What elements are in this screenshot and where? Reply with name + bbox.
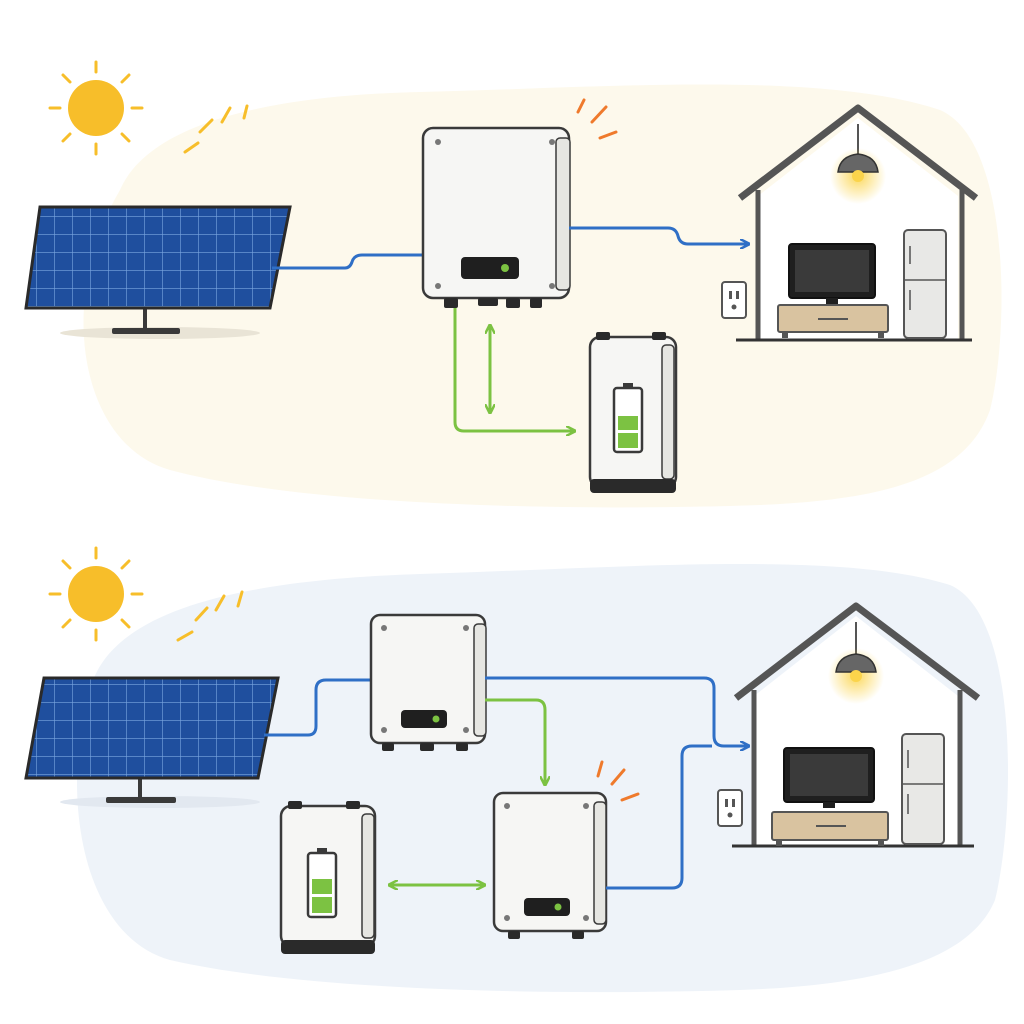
sun-icon xyxy=(48,60,249,156)
activity-spark-icon xyxy=(596,760,640,802)
house xyxy=(721,104,979,342)
dc-line xyxy=(272,253,426,270)
house xyxy=(717,602,981,848)
fridge-icon xyxy=(901,733,945,845)
power-outlet-icon xyxy=(717,789,743,827)
hybrid-inverter xyxy=(421,126,571,308)
ac-line xyxy=(606,744,712,890)
dc-line xyxy=(264,678,372,737)
tv-cabinet xyxy=(777,304,889,338)
battery-line xyxy=(485,698,545,784)
battery-level-icon xyxy=(612,383,644,454)
ac-line xyxy=(485,676,748,746)
battery-level-icon xyxy=(306,848,338,919)
tv-icon xyxy=(783,747,875,808)
solar-panel xyxy=(24,676,280,808)
ceiling-lamp-icon xyxy=(830,124,886,204)
battery-inverter xyxy=(492,791,608,939)
scenario-ac-coupled xyxy=(24,546,1009,993)
battery-line xyxy=(453,308,574,431)
battery xyxy=(279,801,377,954)
pv-inverter xyxy=(369,613,487,751)
sun-icon xyxy=(48,546,244,642)
tv-cabinet xyxy=(771,811,889,846)
power-outlet-icon xyxy=(721,281,747,319)
tv-icon xyxy=(788,243,876,304)
ceiling-lamp-icon xyxy=(828,622,884,704)
fridge-icon xyxy=(903,229,947,339)
scenario-hybrid xyxy=(24,60,1002,508)
activity-spark-icon xyxy=(576,98,618,140)
battery xyxy=(588,332,678,493)
solar-panel xyxy=(24,205,292,339)
ac-line xyxy=(569,226,748,244)
